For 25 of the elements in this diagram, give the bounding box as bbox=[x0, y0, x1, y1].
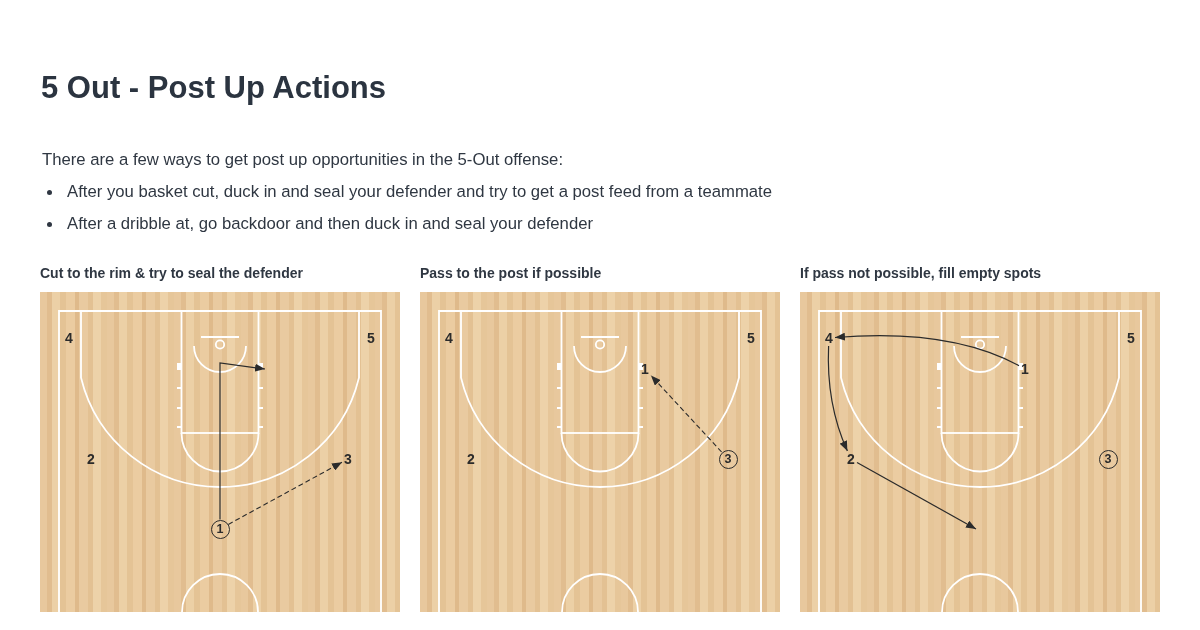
player-number: 3 bbox=[342, 451, 354, 467]
court-heading: If pass not possible, fill empty spots bbox=[800, 265, 1042, 281]
player-number: 4 bbox=[63, 330, 75, 346]
dashed-pass-arrow bbox=[227, 461, 343, 525]
court-heading: Pass to the post if possible bbox=[420, 265, 602, 281]
intro-text: There are a few ways to get post up opportunities in the 5-Out offense: bbox=[42, 149, 565, 171]
bullet-text: After you basket cut, duck in and seal your defender and try to get a post feed from a teammate bbox=[67, 181, 772, 203]
movement-arrow bbox=[827, 345, 848, 452]
player-number: 1 bbox=[1019, 361, 1031, 377]
player-number: 2 bbox=[465, 451, 477, 467]
player-number: 5 bbox=[365, 330, 377, 346]
court-heading: Cut to the rim & try to seal the defender bbox=[40, 265, 303, 281]
bullet-text: After a dribble at, go backdoor and then duck in and seal your defender bbox=[67, 213, 593, 235]
player-number: 2 bbox=[845, 451, 857, 467]
player-number: 5 bbox=[1125, 330, 1137, 346]
page-title: 5 Out - Post Up Actions bbox=[41, 70, 387, 106]
player-number: 2 bbox=[85, 451, 97, 467]
movement-arrow bbox=[219, 362, 266, 521]
player-number: 4 bbox=[823, 330, 835, 346]
movement-arrow bbox=[834, 332, 1020, 367]
dashed-pass-arrow bbox=[650, 374, 723, 453]
player-number: 1 bbox=[639, 361, 651, 377]
player-number: 5 bbox=[745, 330, 757, 346]
player-number: 4 bbox=[443, 330, 455, 346]
movement-arrow bbox=[856, 461, 977, 530]
